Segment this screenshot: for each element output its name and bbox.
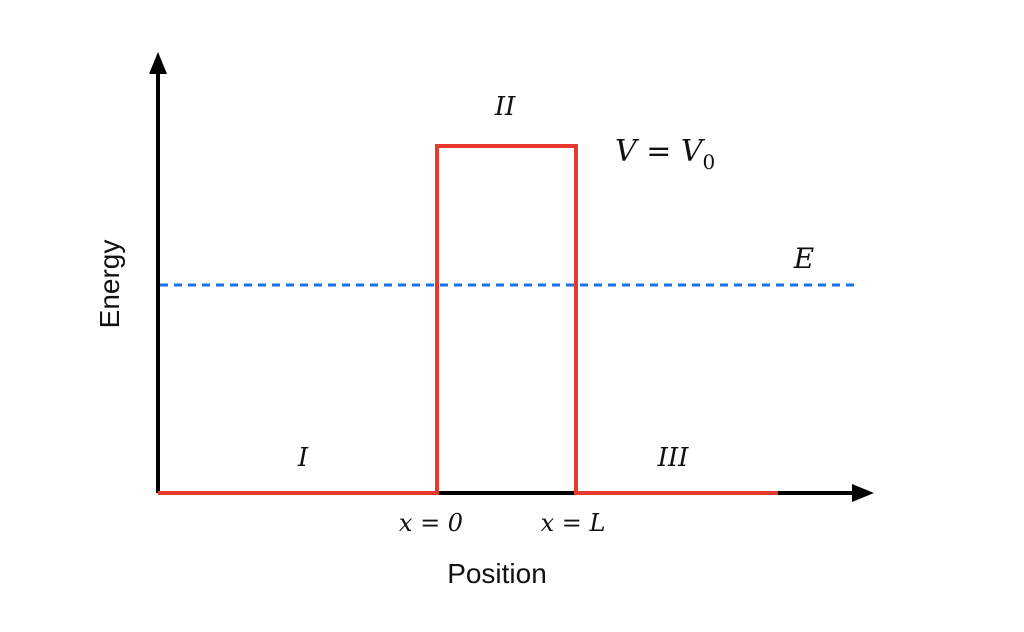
region-III-label: III [657, 443, 690, 473]
potential-label-main: V = V [615, 134, 706, 169]
x-equals-L-label: x = L [541, 509, 606, 537]
potential-step-line [158, 144, 778, 495]
x-equals-zero-label: x = 0 [399, 509, 463, 537]
position-axis-title: Position [447, 558, 547, 589]
energy-axis-title: Energy [94, 240, 125, 329]
region-I-label: I [297, 443, 309, 473]
potential-label-subscript: 0 [703, 150, 716, 174]
potential-label: V = V0 [615, 134, 715, 174]
region-II-label: II [494, 92, 516, 122]
energy-label: E [793, 242, 814, 275]
energy-axis-arrowhead [149, 52, 167, 74]
position-axis-arrowhead [852, 484, 874, 502]
